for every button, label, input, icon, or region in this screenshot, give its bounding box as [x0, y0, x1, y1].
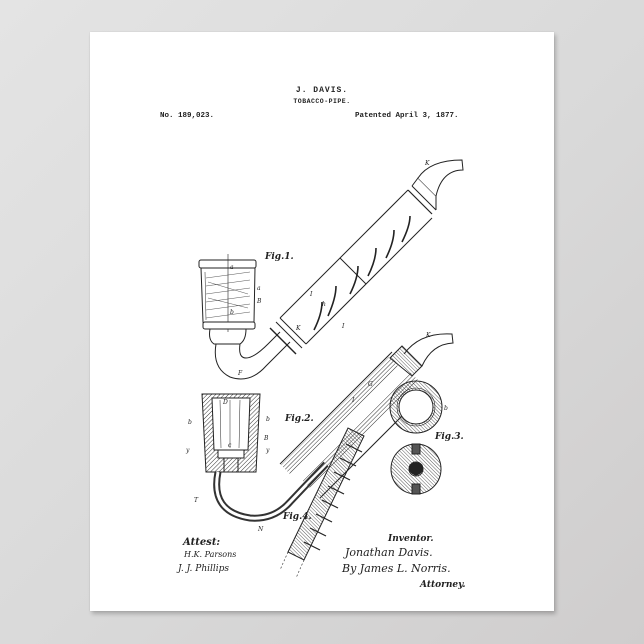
- svg-text:y: y: [265, 447, 270, 454]
- svg-text:a: a: [257, 285, 261, 292]
- fig2-label: Fig.2.: [285, 414, 314, 424]
- attorney-label: Attorney.: [420, 580, 466, 590]
- svg-text:y: y: [185, 447, 190, 454]
- svg-text:T: T: [194, 497, 199, 504]
- inventor-heading: J. DAVIS.: [295, 86, 349, 95]
- svg-text:G: G: [368, 381, 373, 388]
- fig1-pipe: [198, 159, 464, 380]
- svg-text:b: b: [188, 419, 192, 426]
- svg-text:B: B: [263, 435, 269, 442]
- svg-text:N: N: [257, 526, 264, 533]
- svg-text:K: K: [424, 160, 430, 167]
- svg-text:a: a: [230, 264, 234, 271]
- witness-signature-2: J. J. Phillips: [178, 564, 230, 574]
- svg-text:D: D: [222, 399, 228, 406]
- svg-text:F: F: [237, 370, 243, 377]
- patent-title: TOBACCO-PIPE.: [293, 98, 351, 105]
- fig4-spiral: [279, 427, 365, 579]
- patent-number: No. 189,023.: [160, 112, 215, 120]
- svg-text:b: b: [444, 405, 448, 412]
- svg-text:B: B: [256, 298, 262, 305]
- svg-text:I: I: [341, 323, 345, 330]
- svg-text:I: I: [351, 397, 355, 404]
- svg-text:K: K: [425, 332, 431, 339]
- witness-signature-1: H.K. Parsons: [184, 550, 237, 559]
- svg-text:I: I: [309, 291, 313, 298]
- inventor-signature: Jonathan Davis.: [345, 546, 433, 559]
- svg-text:K: K: [295, 325, 301, 332]
- svg-text:b: b: [266, 416, 270, 423]
- svg-text:h: h: [322, 301, 326, 308]
- fig1-label: Fig.1.: [265, 252, 294, 262]
- patent-poster: J. DAVIS. TOBACCO-PIPE. No. 189,023. Pat…: [90, 32, 554, 611]
- attest-label: Attest:: [183, 537, 221, 548]
- fig3-rings: [389, 380, 443, 495]
- fig4-label: Fig.4.: [283, 512, 312, 522]
- attorney-signature: By James L. Norris.: [342, 562, 451, 575]
- svg-text:b: b: [230, 309, 234, 316]
- inventor-label: Inventor.: [388, 534, 434, 544]
- patent-date: Patented April 3, 1877.: [355, 112, 459, 120]
- pipe-drawing: aaB bFh IIK KKD bbB yyc TNI Gb: [185, 159, 464, 579]
- svg-text:c: c: [228, 442, 232, 449]
- fig3-label: Fig.3.: [435, 432, 464, 442]
